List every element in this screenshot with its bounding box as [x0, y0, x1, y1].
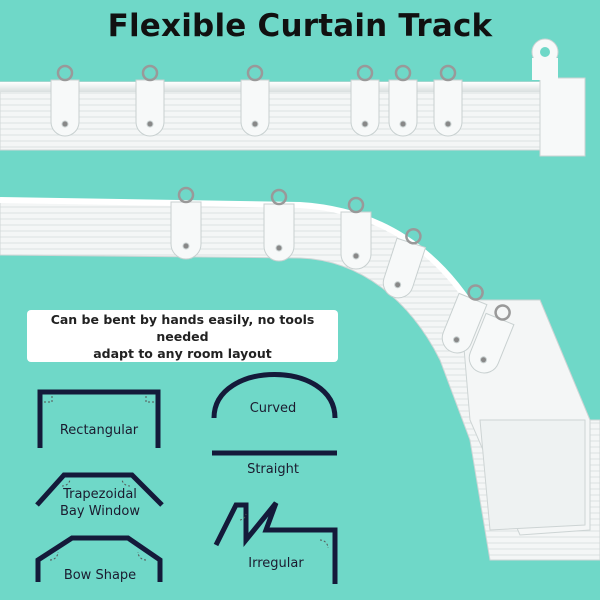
feature-callout: Can be bent by hands easily, no tools ne…	[27, 310, 338, 362]
track-runners	[50, 64, 463, 137]
callout-line-1: Can be bent by hands easily, no tools ne…	[50, 311, 315, 344]
label-straight: Straight	[247, 462, 299, 477]
label-irregular: Irregular	[248, 556, 304, 571]
curved-track-runners	[170, 186, 515, 374]
label-rectangular: Rectangular	[59, 423, 139, 438]
label-trapezoidal-line-2: Bay Window	[60, 504, 140, 519]
page-title: Flexible Curtain Track	[107, 8, 493, 44]
shape-corner-marks	[44, 396, 329, 561]
curved-shape	[211, 372, 338, 419]
label-trapezoidal: Trapezoidal Bay Window	[38, 486, 162, 520]
straight-track	[0, 38, 586, 157]
callout-line-2: adapt to any room layout	[93, 345, 272, 361]
label-curved: Curved	[249, 401, 297, 416]
trapezoidal-shape	[35, 472, 164, 507]
irregular-shape	[213, 501, 338, 584]
rectangular-shape	[37, 389, 161, 448]
label-trapezoidal-line-1: Trapezoidal	[63, 487, 137, 502]
label-bow-shape: Bow Shape	[63, 568, 137, 583]
bow-shape	[35, 535, 163, 582]
shape-diagrams	[35, 372, 338, 584]
